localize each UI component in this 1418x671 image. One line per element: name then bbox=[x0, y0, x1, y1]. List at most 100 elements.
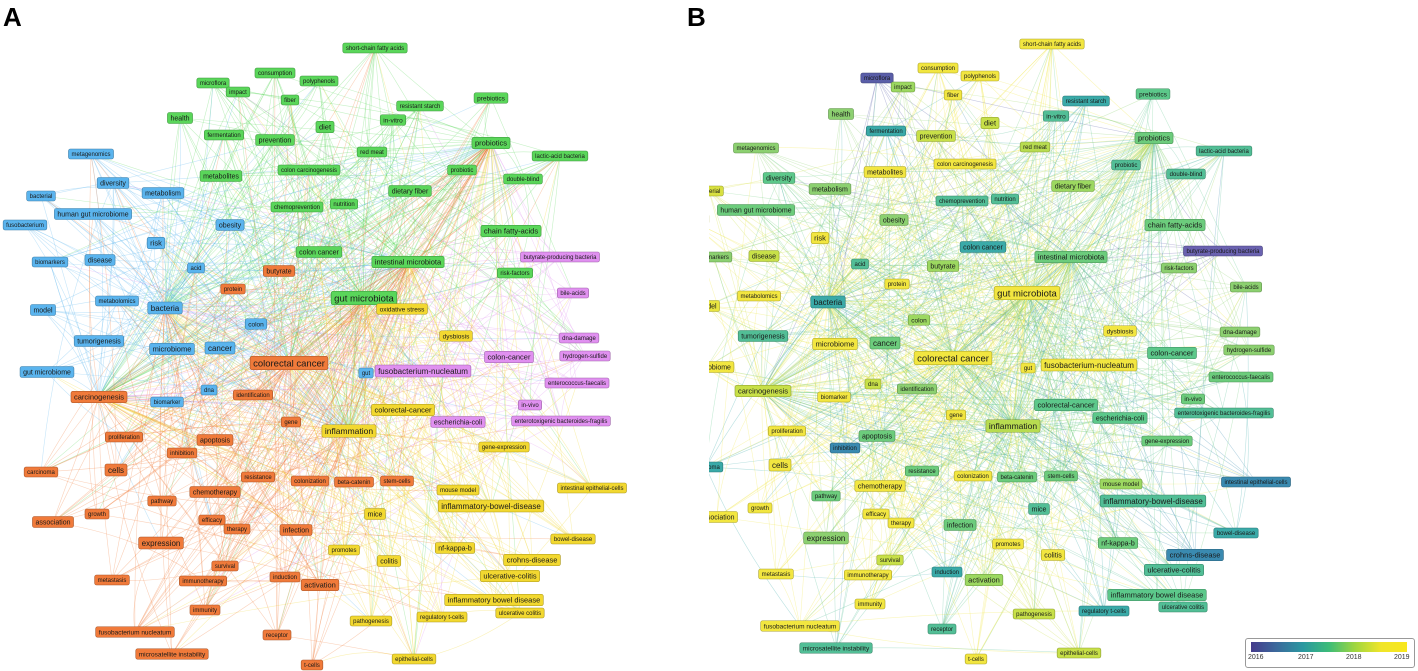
keyword-node-gut-microbiota[interactable]: gut microbiota bbox=[993, 285, 1061, 301]
keyword-node-biomarker[interactable]: biomarker bbox=[817, 391, 851, 403]
keyword-node-colonization[interactable]: colonization bbox=[953, 470, 993, 482]
keyword-node-carcinoma[interactable]: carcinoma bbox=[709, 461, 724, 473]
keyword-node-colon-cancer[interactable]: colon cancer bbox=[959, 241, 1007, 253]
keyword-node-cells[interactable]: cells bbox=[104, 463, 128, 477]
keyword-node-polyphenols[interactable]: polyphenols bbox=[299, 75, 339, 87]
keyword-node-survival[interactable]: survival bbox=[211, 560, 239, 572]
keyword-node-dysbiosis[interactable]: dysbiosis bbox=[1103, 325, 1137, 337]
keyword-node-bacteria[interactable]: bacteria bbox=[147, 301, 183, 315]
keyword-node-diet[interactable]: diet bbox=[315, 120, 335, 134]
keyword-node-red-meat[interactable]: red meat bbox=[356, 146, 388, 158]
keyword-node-prevention[interactable]: prevention bbox=[916, 130, 956, 142]
keyword-node-expression[interactable]: expression bbox=[138, 536, 184, 550]
keyword-node-gut[interactable]: gut bbox=[358, 367, 374, 379]
keyword-node-double-blind[interactable]: double-blind bbox=[1166, 168, 1206, 180]
keyword-node-intestinal-microbiota[interactable]: intestinal microbiota bbox=[1034, 250, 1108, 264]
keyword-node-colitis[interactable]: colitis bbox=[376, 555, 402, 567]
keyword-node-pathogenesis[interactable]: pathogenesis bbox=[349, 615, 393, 627]
keyword-node-colon-carcinogenesis[interactable]: colon carcinogenesis bbox=[933, 158, 997, 170]
keyword-node-gut-microbiome[interactable]: gut microbiome bbox=[19, 366, 75, 378]
keyword-node-obesity[interactable]: obesity bbox=[215, 219, 245, 231]
keyword-node-bacterial[interactable]: bacterial bbox=[26, 190, 56, 202]
keyword-node-microsatellite-instability[interactable]: microsatellite instability bbox=[135, 648, 209, 660]
keyword-node-prebiotics[interactable]: prebiotics bbox=[473, 92, 509, 104]
keyword-node-cancer[interactable]: cancer bbox=[204, 341, 236, 355]
keyword-node-mice[interactable]: mice bbox=[1028, 503, 1050, 515]
keyword-node-probiotic[interactable]: probiotic bbox=[1111, 159, 1141, 171]
keyword-node-regulatory-t-cells[interactable]: regulatory t-cells bbox=[1078, 605, 1130, 617]
keyword-node-model[interactable]: model bbox=[709, 300, 720, 312]
keyword-node-gene-expression[interactable]: gene-expression bbox=[1141, 435, 1193, 447]
keyword-node-inflammatory-bowel-disease[interactable]: inflammatory bowel disease bbox=[444, 593, 544, 607]
keyword-node-colorectal-cancer[interactable]: colorectal-cancer bbox=[1034, 398, 1098, 412]
keyword-node-colorectal-cancer[interactable]: colorectal cancer bbox=[913, 350, 993, 366]
keyword-node-colon-cancer[interactable]: colon-cancer bbox=[1147, 346, 1197, 360]
keyword-node-promotes[interactable]: promotes bbox=[328, 544, 360, 556]
keyword-node-microbiome[interactable]: microbiome bbox=[149, 342, 195, 356]
keyword-node-intestinal-microbiota[interactable]: intestinal microbiota bbox=[371, 255, 445, 269]
keyword-node-chain-fatty-acids[interactable]: chain fatty-acids bbox=[480, 224, 542, 238]
keyword-node-resistant-starch[interactable]: resistant starch bbox=[396, 100, 444, 112]
keyword-node-promotes[interactable]: promotes bbox=[992, 538, 1024, 550]
keyword-node-t-cells[interactable]: t-cells bbox=[964, 653, 988, 665]
keyword-node-in-vitro[interactable]: in-vitro bbox=[1042, 110, 1070, 122]
keyword-node-colon-cancer[interactable]: colon cancer bbox=[295, 246, 343, 258]
keyword-node-carcinogenesis[interactable]: carcinogenesis bbox=[70, 390, 128, 404]
keyword-node-crohns-disease[interactable]: crohns-disease bbox=[1166, 548, 1224, 562]
keyword-node-cells[interactable]: cells bbox=[768, 458, 792, 472]
keyword-node-risk-factors[interactable]: risk-factors bbox=[1161, 262, 1197, 274]
keyword-node-stem-cells[interactable]: stem-cells bbox=[1044, 470, 1078, 482]
keyword-node-mice[interactable]: mice bbox=[364, 508, 386, 520]
keyword-node-induction[interactable]: induction bbox=[269, 571, 301, 583]
keyword-node-microsatellite-instability[interactable]: microsatellite instability bbox=[799, 642, 873, 654]
keyword-node-immunotherapy[interactable]: immunotherapy bbox=[844, 569, 892, 581]
keyword-node-intestinal-epithelial-cells[interactable]: intestinal epithelial-cells bbox=[557, 482, 627, 494]
keyword-node-fiber[interactable]: fiber bbox=[280, 94, 300, 106]
keyword-node-crohns-disease[interactable]: crohns-disease bbox=[503, 553, 561, 567]
keyword-node-epithelial-cells[interactable]: epithelial-cells bbox=[391, 653, 437, 665]
keyword-node-bacterial[interactable]: bacterial bbox=[709, 185, 724, 197]
keyword-node-short-chain-fatty-acids[interactable]: short-chain fatty acids bbox=[1019, 38, 1085, 50]
keyword-node-protein[interactable]: protein bbox=[884, 278, 910, 290]
keyword-node-t-cells[interactable]: t-cells bbox=[300, 659, 324, 671]
keyword-node-gene[interactable]: gene bbox=[281, 416, 301, 428]
keyword-node-activation[interactable]: activation bbox=[964, 573, 1004, 587]
keyword-node-protein[interactable]: protein bbox=[220, 283, 246, 295]
keyword-node-efficacy[interactable]: efficacy bbox=[862, 508, 890, 520]
keyword-node-chemoprevention[interactable]: chemoprevention bbox=[270, 201, 324, 213]
keyword-node-colon[interactable]: colon bbox=[244, 318, 268, 330]
keyword-node-nf-kappa-b[interactable]: nf-kappa-b bbox=[434, 542, 476, 554]
keyword-node-identification[interactable]: identification bbox=[897, 383, 937, 395]
keyword-node-risk-factors[interactable]: risk-factors bbox=[497, 267, 533, 279]
keyword-node-human-gut-microbiome[interactable]: human gut microbiome bbox=[717, 204, 795, 216]
keyword-node-nf-kappa-b[interactable]: nf-kappa-b bbox=[1097, 537, 1139, 549]
keyword-node-fusobacterium[interactable]: fusobacterium bbox=[2, 219, 48, 231]
keyword-node-carcinogenesis[interactable]: carcinogenesis bbox=[734, 384, 792, 398]
keyword-node-biomarker[interactable]: biomarker bbox=[150, 396, 184, 408]
keyword-node-intestinal-epithelial-cells[interactable]: intestinal epithelial-cells bbox=[1221, 476, 1291, 488]
keyword-node-infection[interactable]: infection bbox=[943, 519, 977, 531]
keyword-node-bowel-disease[interactable]: bowel-disease bbox=[550, 533, 596, 545]
keyword-node-metabolites[interactable]: metabolites bbox=[863, 166, 907, 178]
keyword-node-immunotherapy[interactable]: immunotherapy bbox=[179, 575, 227, 587]
keyword-node-metabolism[interactable]: metabolism bbox=[141, 187, 185, 199]
keyword-node-health[interactable]: health bbox=[167, 112, 193, 124]
keyword-node-biomarkers[interactable]: biomarkers bbox=[31, 256, 69, 268]
keyword-node-lactic-acid-bacteria[interactable]: lactic-acid bacteria bbox=[1195, 145, 1253, 157]
keyword-node-dna-damage[interactable]: dna-damage bbox=[1219, 326, 1261, 338]
keyword-node-inhibition[interactable]: inhibition bbox=[166, 447, 198, 459]
keyword-node-probiotic[interactable]: probiotic bbox=[447, 164, 477, 176]
keyword-node-microflora[interactable]: microflora bbox=[196, 77, 230, 89]
keyword-node-red-meat[interactable]: red meat bbox=[1019, 141, 1051, 153]
keyword-node-in-vivo[interactable]: in-vivo bbox=[518, 399, 542, 411]
keyword-node-resistance[interactable]: resistance bbox=[905, 465, 939, 477]
keyword-node-bile-acids[interactable]: bile-acids bbox=[1230, 281, 1262, 293]
keyword-node-proliferation[interactable]: proliferation bbox=[105, 431, 143, 443]
keyword-node-escherichia-coli[interactable]: escherichia-coli bbox=[1092, 412, 1148, 424]
keyword-node-colitis[interactable]: colitis bbox=[1040, 549, 1066, 561]
keyword-node-fermentation[interactable]: fermentation bbox=[204, 129, 244, 141]
keyword-node-prevention[interactable]: prevention bbox=[255, 134, 295, 146]
keyword-node-butyrate-producing-bacteria[interactable]: butyrate-producing bacteria bbox=[520, 251, 600, 263]
keyword-node-bacteria[interactable]: bacteria bbox=[810, 295, 846, 309]
keyword-node-colon[interactable]: colon bbox=[907, 314, 931, 326]
